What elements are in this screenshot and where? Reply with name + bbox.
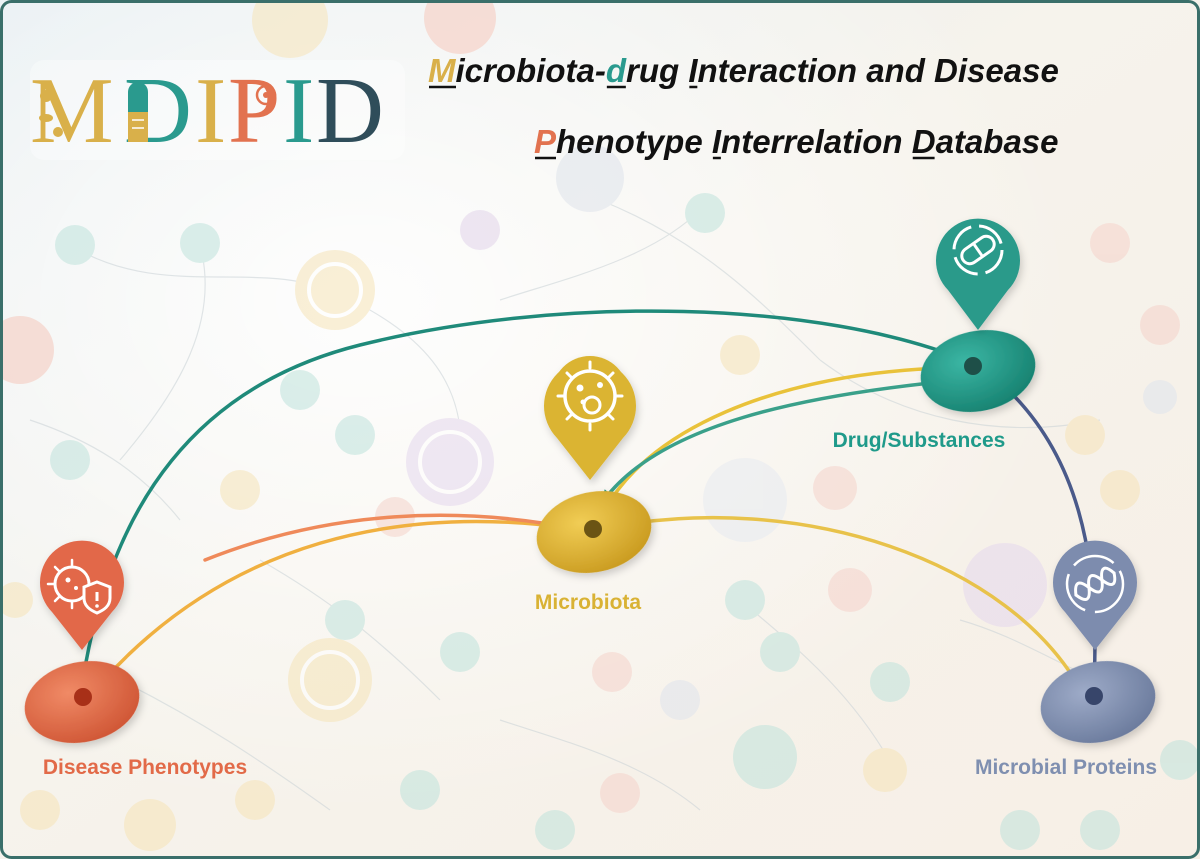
title: Microbiota-drug Interaction and Disease … xyxy=(428,52,1059,160)
title-line-2-part: I xyxy=(712,123,722,160)
microbiota-label: Microbiota xyxy=(535,591,641,614)
title-line-1-part: M xyxy=(428,52,457,89)
title-line-2-part: henotype xyxy=(556,123,712,160)
disease-label: Disease Phenotypes xyxy=(43,756,247,779)
protein-helix-icon xyxy=(1053,540,1138,650)
node-drug-substances[interactable]: Drug/Substances xyxy=(833,218,1043,452)
drug-node-dot xyxy=(964,357,982,375)
node-disease-phenotypes[interactable]: Disease Phenotypes xyxy=(17,540,247,779)
edge-drug-to-disease xyxy=(77,309,972,689)
logo-capsule-icon xyxy=(128,82,148,142)
logo: M D I P I D xyxy=(30,59,405,163)
title-line-1-part: rug xyxy=(626,52,688,89)
edge-disease-to-microbiota xyxy=(203,513,585,562)
virus-shield-icon xyxy=(40,540,125,650)
edge-microbiota-to-drug xyxy=(598,362,951,522)
proteins-label: Microbial Proteins xyxy=(975,756,1157,779)
title-line-1-part: icrobiota- xyxy=(456,52,606,89)
microbiota-node-dot xyxy=(584,520,602,538)
bacterium-icon xyxy=(544,356,636,480)
title-line-1-part: d xyxy=(606,52,627,89)
pill-capsule-icon xyxy=(936,218,1020,330)
title-line-2-part: P xyxy=(534,123,557,160)
logo-letter-d2: D xyxy=(316,59,384,163)
drug-label: Drug/Substances xyxy=(833,429,1006,452)
logo-microbes-icon xyxy=(39,90,63,137)
title-line-1: Microbiota-drug Interaction and Disease xyxy=(428,52,1059,89)
logo-letter-p: P xyxy=(228,59,280,163)
logo-letter-m: M xyxy=(30,59,114,163)
title-line-1-part: I xyxy=(688,52,698,89)
title-line-2-part: atabase xyxy=(936,123,1059,160)
proteins-node-dot xyxy=(1085,687,1103,705)
title-line-1-part: nteraction and Disease xyxy=(698,52,1059,89)
title-line-2-part: D xyxy=(912,123,936,160)
logo-virus-icon xyxy=(255,84,277,106)
title-underlines xyxy=(429,85,935,160)
edge-drug-to-microbiota xyxy=(602,378,962,503)
title-line-2-part: nterrelation xyxy=(721,123,912,160)
edge-microbiota-to-proteins xyxy=(604,516,1084,695)
logo-letter-i1: I xyxy=(195,59,226,163)
logo-backdrop xyxy=(30,60,405,160)
node-microbial-proteins[interactable]: Microbial Proteins xyxy=(975,540,1163,779)
disease-node-dot xyxy=(74,688,92,706)
edge-microbiota-to-disease xyxy=(99,519,572,685)
node-microbiota[interactable]: Microbiota xyxy=(529,356,659,614)
logo-letter-i2: I xyxy=(283,59,314,163)
title-line-2: Phenotype Interrelation Database xyxy=(534,123,1059,160)
